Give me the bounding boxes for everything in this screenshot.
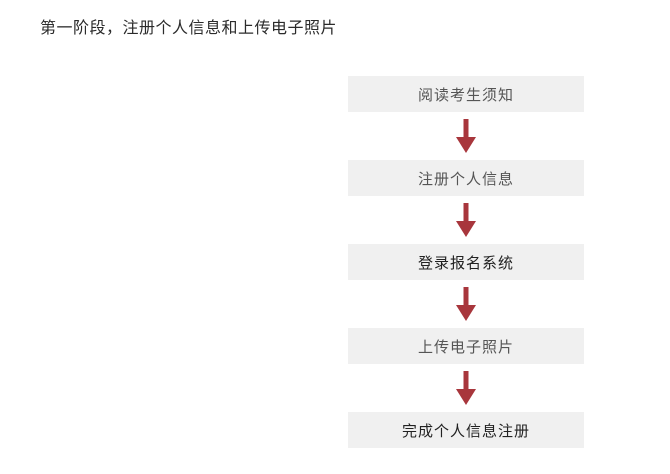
step-complete-registration: 完成个人信息注册 <box>348 412 584 448</box>
flowchart: 阅读考生须知 注册个人信息 登录报名系统 上传电子照片 完成个人信息注册 <box>348 76 584 448</box>
arrow-down-icon <box>456 119 476 153</box>
flow-arrow <box>348 280 584 328</box>
step-login-system: 登录报名系统 <box>348 244 584 280</box>
flow-arrow <box>348 364 584 412</box>
flow-arrow <box>348 196 584 244</box>
flow-arrow <box>348 112 584 160</box>
step-upload-photo: 上传电子照片 <box>348 328 584 364</box>
arrow-down-icon <box>456 371 476 405</box>
step-register-info: 注册个人信息 <box>348 160 584 196</box>
page-heading: 第一阶段，注册个人信息和上传电子照片 <box>40 18 338 37</box>
arrow-down-icon <box>456 287 476 321</box>
arrow-down-icon <box>456 203 476 237</box>
step-read-notice: 阅读考生须知 <box>348 76 584 112</box>
